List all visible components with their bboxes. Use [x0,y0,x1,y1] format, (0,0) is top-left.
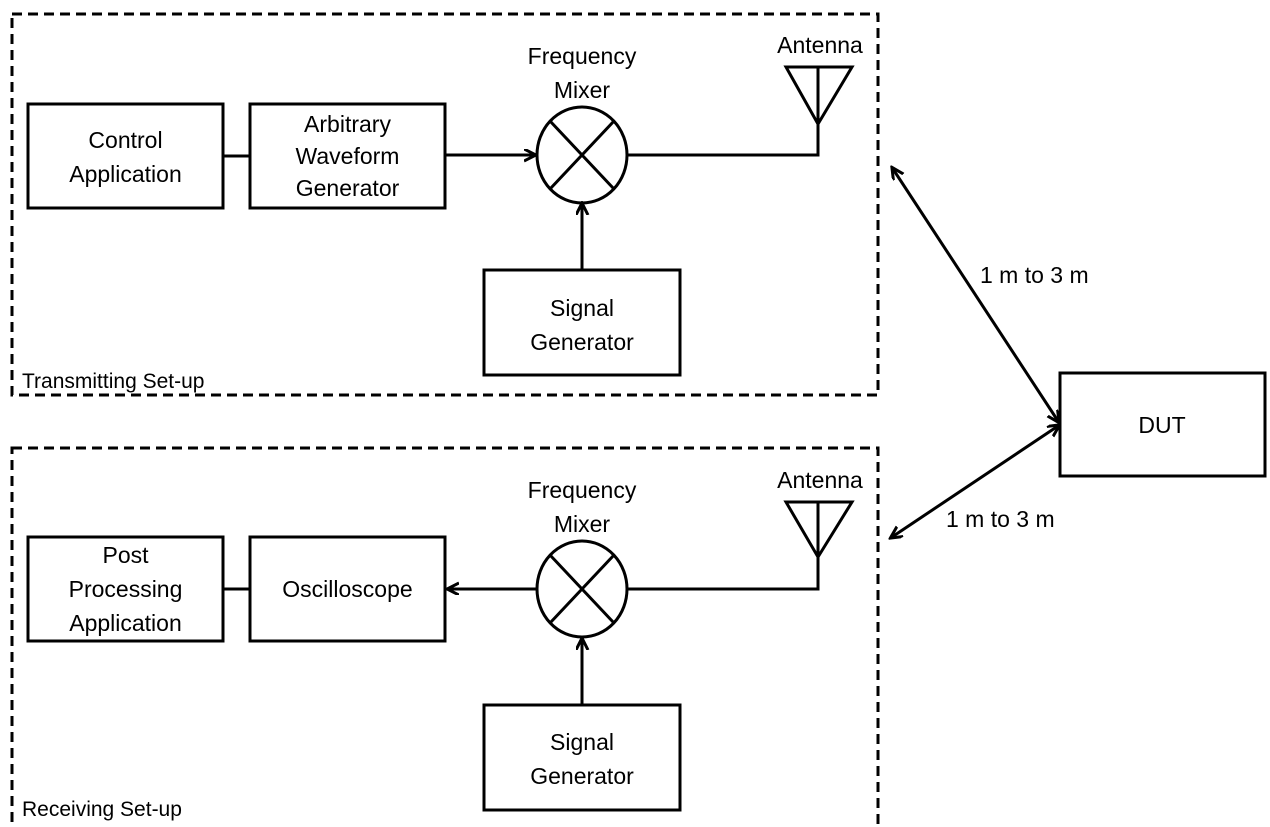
transmitting-frame-label: Transmitting Set-up [22,370,204,393]
rx-mixer-label-line1: Frequency [528,477,637,503]
rx-signal-generator-label-line1: Signal [550,729,614,755]
receiving-frame-label: Receiving Set-up [22,798,182,821]
dut-box: DUT [1058,371,1267,478]
transmitting-setup: Transmitting Set-up Control Application … [10,12,880,397]
post-processing-label-line3: Application [69,610,182,636]
awg-label-line3: Generator [296,175,400,201]
rx-to-dut-link-arrow [892,426,1058,537]
rx-signal-generator-box: Signal Generator [482,703,682,812]
dut-label: DUT [1138,412,1185,438]
awg-label-line2: Waveform [296,143,400,169]
post-processing-application-box: Post Processing Application [26,535,225,643]
tx-antenna-icon [783,65,855,127]
transmitting-frame [10,12,880,397]
tx-signal-generator-box: Signal Generator [482,268,682,377]
control-application-label-line2: Application [69,161,182,187]
tx-distance-label: 1 m to 3 m [980,262,1089,288]
tx-signal-generator-label-line1: Signal [550,295,614,321]
control-application-label-line1: Control [88,127,162,153]
rx-antenna-icon [783,500,855,560]
tx-mixer-label-line1: Frequency [528,43,637,69]
tx-frequency-mixer-symbol [535,105,629,205]
oscilloscope-box: Oscilloscope [248,535,447,643]
receiving-setup: Receiving Set-up Post Processing Applica… [10,446,880,827]
rx-mixer-label-line2: Mixer [554,511,611,537]
oscilloscope-label: Oscilloscope [282,576,412,602]
receiving-frame [10,446,880,827]
tx-antenna-label: Antenna [777,32,863,58]
rx-antenna-to-mixer-connector [627,557,820,591]
post-processing-label-line2: Processing [69,576,183,602]
rx-antenna-label: Antenna [777,467,863,493]
tx-to-dut-link-arrow [893,169,1058,421]
rx-distance-label: 1 m to 3 m [946,506,1055,532]
tx-mixer-to-antenna-connector [627,124,820,157]
awg-label-line1: Arbitrary [304,111,391,137]
tx-mixer-label-line2: Mixer [554,77,611,103]
tx-signal-generator-label-line2: Generator [530,329,634,355]
control-application-box: Control Application [26,102,225,210]
rx-signal-generator-label-line2: Generator [530,763,634,789]
post-processing-label-line1: Post [102,542,149,568]
arbitrary-waveform-generator-box: Arbitrary Waveform Generator [248,102,447,210]
rx-frequency-mixer-symbol [535,539,629,639]
